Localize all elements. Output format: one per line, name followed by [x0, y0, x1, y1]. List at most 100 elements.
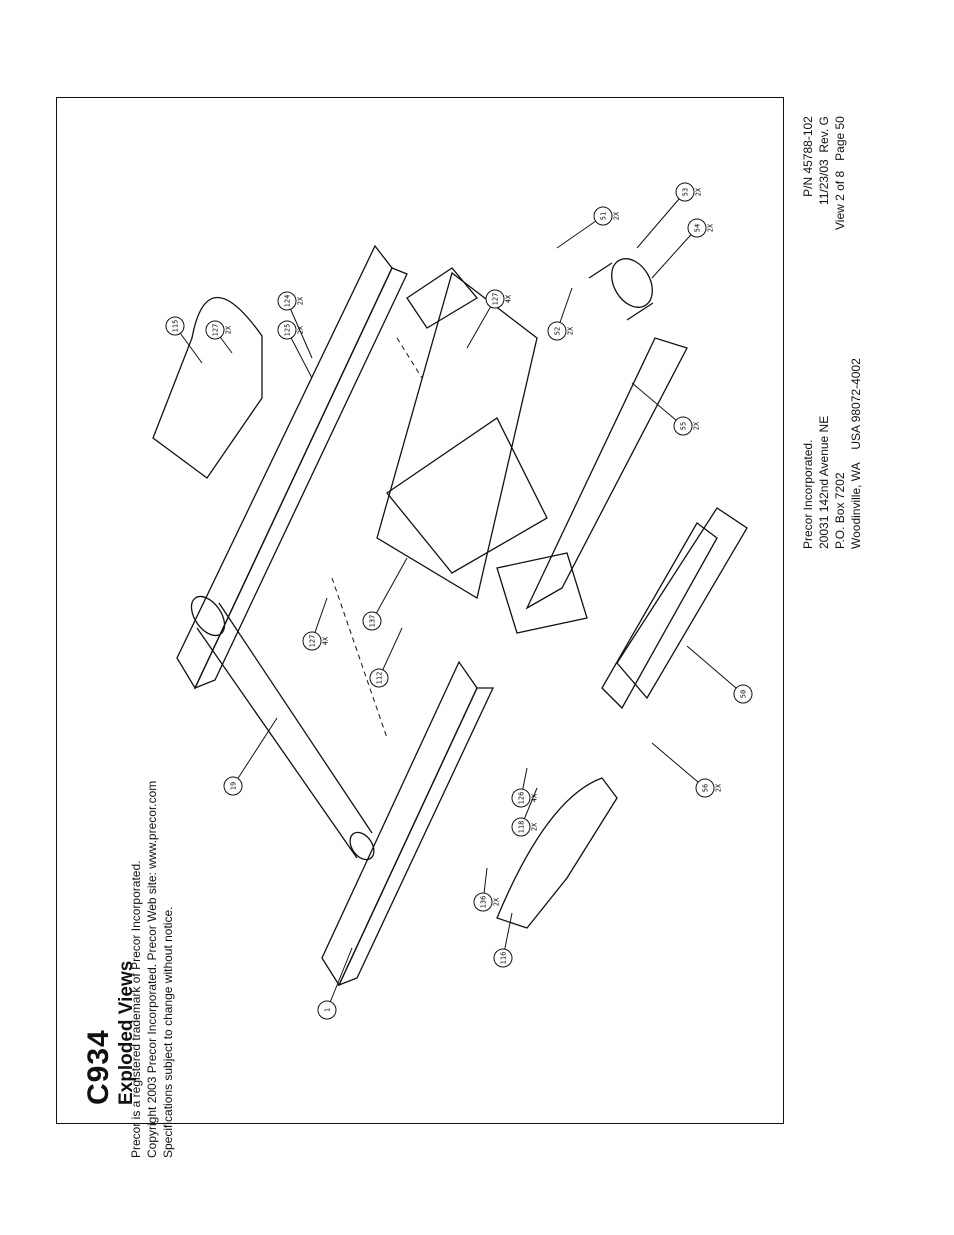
- callout-circle: [733, 684, 753, 704]
- callout-quantity: 4X: [322, 636, 330, 645]
- leader-line: [651, 227, 698, 279]
- callout-quantity: 2X: [493, 897, 501, 906]
- legal-line: Copyright 2003 Precor Incorporated. Prec…: [145, 780, 159, 1158]
- callout-number: 137: [369, 615, 377, 628]
- front-plate: [406, 267, 478, 329]
- callout-number: 51: [600, 212, 608, 220]
- callout-circle: [485, 289, 505, 309]
- callout-number: 127: [309, 635, 317, 648]
- callout-circle: [687, 218, 707, 238]
- callout-circle: [493, 948, 513, 968]
- frame-rails: [176, 244, 748, 987]
- rear-roller: [190, 595, 375, 861]
- address-line: P.O. Box 7202: [833, 472, 847, 550]
- company-address: Precor Incorporated. 20031 142nd Avenue …: [800, 358, 864, 549]
- callout-136: 136 2X: [473, 867, 501, 912]
- part-number: P/N 45788-102: [801, 116, 815, 197]
- revision: 11/23/03 Rev. G: [817, 116, 831, 206]
- callout-circle: [511, 788, 531, 808]
- callout-51: 51 2X: [556, 206, 621, 249]
- callout-115: 115: [165, 316, 203, 364]
- callout-number: 54: [694, 224, 702, 232]
- leader-line: [371, 557, 408, 622]
- callout-53: 53 2X: [636, 182, 703, 249]
- model-number: C934: [82, 1029, 115, 1105]
- motor-tray: [386, 417, 548, 574]
- callout-50: 50: [686, 645, 753, 704]
- callout-number: 1: [324, 1008, 332, 1012]
- callout-circle: [593, 206, 613, 226]
- callout-circle: [362, 611, 382, 631]
- address-line: Woodinville, WA USA 98072-4002: [849, 358, 863, 549]
- callout-number: 116: [500, 952, 508, 965]
- callout-circle: [695, 778, 715, 798]
- right-rail-lower: [193, 267, 408, 690]
- callout-circle: [223, 776, 243, 796]
- callout-circle: [165, 316, 185, 336]
- legal-line: Specifications subject to change without…: [161, 906, 175, 1158]
- callout-circle: [547, 321, 567, 341]
- callout-circle: [277, 320, 297, 340]
- callout-circle: [673, 416, 693, 436]
- right-rail: [176, 244, 393, 690]
- callout-quantity: 2X: [225, 325, 233, 334]
- callout-112: 112: [369, 627, 403, 688]
- leader-line: [232, 717, 278, 787]
- dashed-leaders: [331, 337, 423, 739]
- callout-19: 19: [223, 717, 278, 796]
- callout-124: 124 2X: [277, 291, 313, 359]
- callout-circle: [369, 668, 389, 688]
- callout-number: 115: [172, 320, 180, 333]
- callout-circle: [473, 892, 493, 912]
- callout-circle: [302, 631, 322, 651]
- callout-number: 55: [680, 422, 688, 430]
- callout-quantity: 4X: [531, 793, 539, 802]
- center-frame: [376, 271, 538, 600]
- callout-quantity: 2X: [613, 211, 621, 220]
- leader-line: [326, 947, 353, 1011]
- callout-number: 127: [492, 293, 500, 306]
- callout-quantity: 2X: [707, 223, 715, 232]
- callout-quantity: 2X: [567, 326, 575, 335]
- rear-plate: [496, 552, 588, 634]
- leader-line: [286, 300, 313, 359]
- address-line: 20031 142nd Avenue NE: [817, 415, 831, 549]
- page-info: View 2 of 8 Page 50: [833, 116, 847, 230]
- document-info: P/N 45788-102 11/23/03 Rev. G View 2 of …: [800, 116, 848, 230]
- callout-127: 127 4X: [302, 597, 330, 651]
- callout-54: 54 2X: [651, 218, 715, 279]
- callout-number: 124: [284, 295, 292, 308]
- left-rail-lower: [337, 687, 495, 987]
- callout-number: 136: [480, 896, 488, 909]
- callout-number: 50: [740, 690, 748, 698]
- leader-line: [651, 742, 706, 789]
- callout-circle: [675, 182, 695, 202]
- callout-quantity: 2X: [297, 325, 305, 334]
- callout-quantity: 2X: [297, 296, 305, 305]
- callout-number: 118: [518, 821, 526, 834]
- callout-quantity: 4X: [505, 294, 513, 303]
- callout-circle: [205, 320, 225, 340]
- callout-quantity: 2X: [695, 187, 703, 196]
- callout-circle: [317, 1000, 337, 1020]
- lift-arm-lower: [616, 507, 748, 700]
- callout-127: 127 4X: [466, 289, 513, 349]
- callout-number: 53: [682, 188, 690, 196]
- base-tube: [601, 522, 718, 710]
- callout-125: 125 2X: [277, 320, 313, 379]
- callout-127: 127 2X: [205, 320, 233, 354]
- callout-1: 1: [317, 947, 353, 1020]
- callout-number: 127: [212, 324, 220, 337]
- callout-118: 118 2X: [511, 787, 539, 837]
- callout-number: 19: [230, 782, 238, 790]
- callout-number: 125: [284, 324, 292, 337]
- callout-quantity: 2X: [715, 783, 723, 792]
- callout-quantity: 2X: [531, 822, 539, 831]
- leader-line: [631, 382, 684, 427]
